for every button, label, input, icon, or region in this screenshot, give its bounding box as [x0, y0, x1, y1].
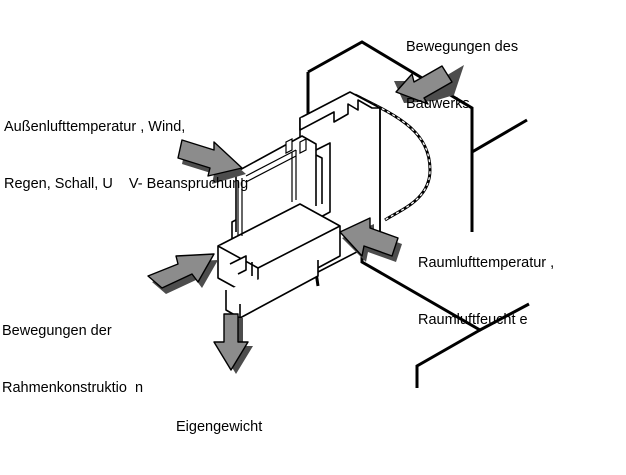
label-dead-load: Eigengewicht [176, 380, 262, 475]
arrow-building-movement [394, 65, 464, 105]
label-indoor-climate-line-1: Raumlufttemperatur , [418, 255, 555, 271]
label-outdoor-loads-line-1: Außenlufttemperatur , Wind, [4, 119, 186, 135]
arrow-frame-movement [147, 253, 218, 294]
arrow-outdoor-loads [177, 139, 246, 184]
label-frame-movement-line-2: Rahmenkonstruktio n [2, 380, 144, 396]
label-building-movement: Bewegungen des Bauwerks [406, 0, 518, 152]
arrow-indoor-climate [339, 217, 402, 262]
glass-pane [237, 138, 307, 236]
label-frame-movement: Bewegungen der Rahmenkonstruktio n [2, 284, 143, 436]
label-outdoor-loads-line-2: Regen, Schall, U V- Beanspruchung [4, 176, 249, 192]
label-building-movement-line-1: Bewegungen des [406, 39, 519, 55]
sealing-joint [354, 93, 432, 222]
window-load-diagram [147, 40, 530, 388]
label-frame-movement-line-1: Bewegungen der [2, 323, 112, 339]
arrow-dead-load [213, 313, 253, 374]
label-outdoor-loads: Außenlufttemperatur , Wind, Regen, Schal… [4, 80, 248, 232]
label-dead-load-line-1: Eigengewicht [176, 419, 263, 435]
diagram-canvas: Bewegungen des Bauwerks Außenlufttempera… [2, 0, 554, 435]
label-building-movement-line-2: Bauwerks [406, 96, 470, 112]
label-indoor-climate-line-2: Raumluftfeucht e [418, 312, 528, 328]
label-indoor-climate: Raumlufttemperatur , Raumluftfeucht e [418, 216, 554, 368]
